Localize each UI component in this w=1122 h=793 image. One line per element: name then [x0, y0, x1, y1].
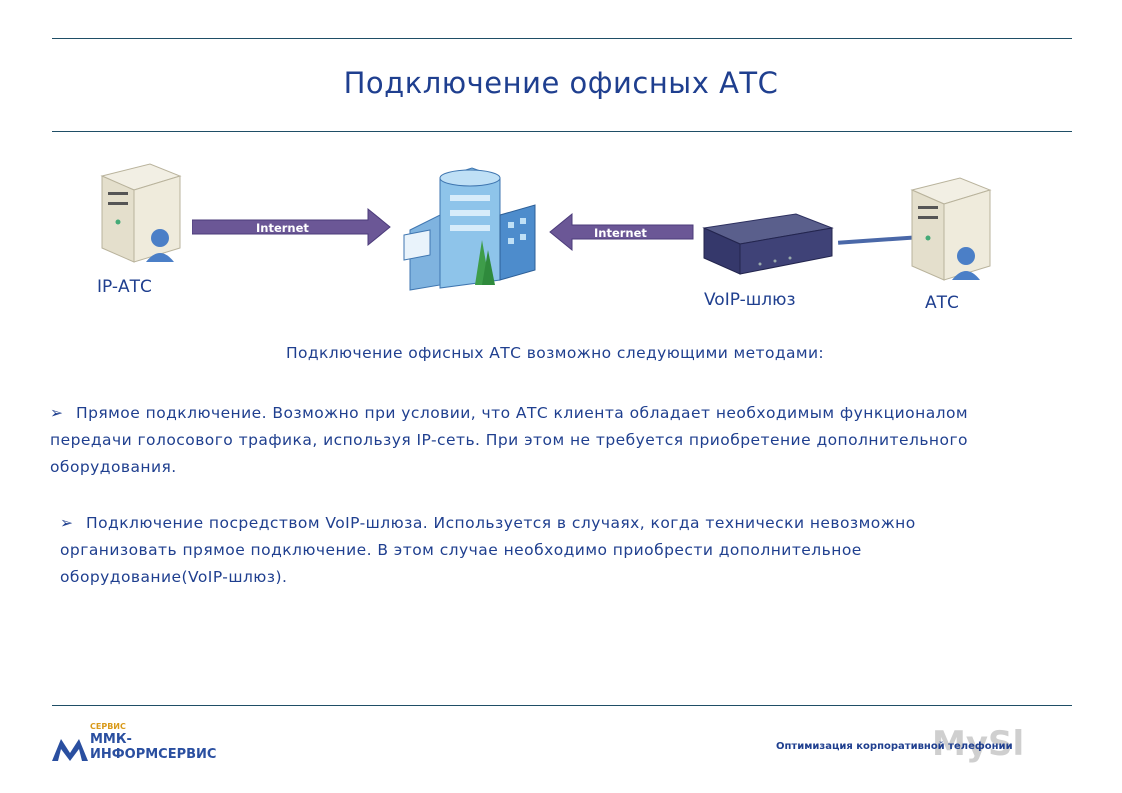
intro-text: Подключение офисных АТС возможно следующ…	[285, 344, 825, 362]
arrow-bullet-icon: ➢	[60, 514, 74, 532]
internet-arrow-right: Internet	[192, 207, 391, 247]
logo-line1: ММК-	[90, 732, 132, 747]
arrow-left-label: Internet	[256, 221, 309, 235]
top-rule	[52, 38, 1072, 39]
mmk-logo-icon	[52, 739, 88, 761]
watermark: MySl	[932, 724, 1025, 764]
footer-caption: Оптимизация корпоративной телефонии	[776, 741, 1013, 752]
ip-ats-server-icon	[100, 163, 182, 263]
arrow-right-label: Internet	[594, 226, 647, 240]
footer-rule	[52, 705, 1072, 706]
arrow-bullet-icon: ➢	[50, 404, 64, 422]
voip-gateway-label: VoIP-шлюз	[704, 290, 796, 310]
internet-arrow-left: Internet	[549, 212, 694, 252]
ats-server-icon	[910, 177, 992, 281]
ats-label: АТС	[925, 293, 959, 313]
page-title: Подключение офисных АТС	[343, 66, 779, 100]
logo-service: СЕРВИС	[90, 722, 126, 731]
paragraph-direct: ➢Прямое подключение. Возможно при услови…	[50, 400, 1015, 481]
logo-line2: ИНФОРМСЕРВИС	[90, 747, 217, 762]
title-rule	[52, 131, 1072, 132]
paragraph-gateway-text: Подключение посредством VoIP-шлюза. Испо…	[60, 514, 916, 586]
office-building-icon	[403, 167, 536, 291]
voip-gateway-icon	[702, 213, 834, 275]
paragraph-gateway: ➢Подключение посредством VoIP-шлюза. Исп…	[60, 510, 1015, 591]
ip-ats-label: IP-АТС	[97, 277, 152, 297]
paragraph-direct-text: Прямое подключение. Возможно при условии…	[50, 404, 969, 476]
